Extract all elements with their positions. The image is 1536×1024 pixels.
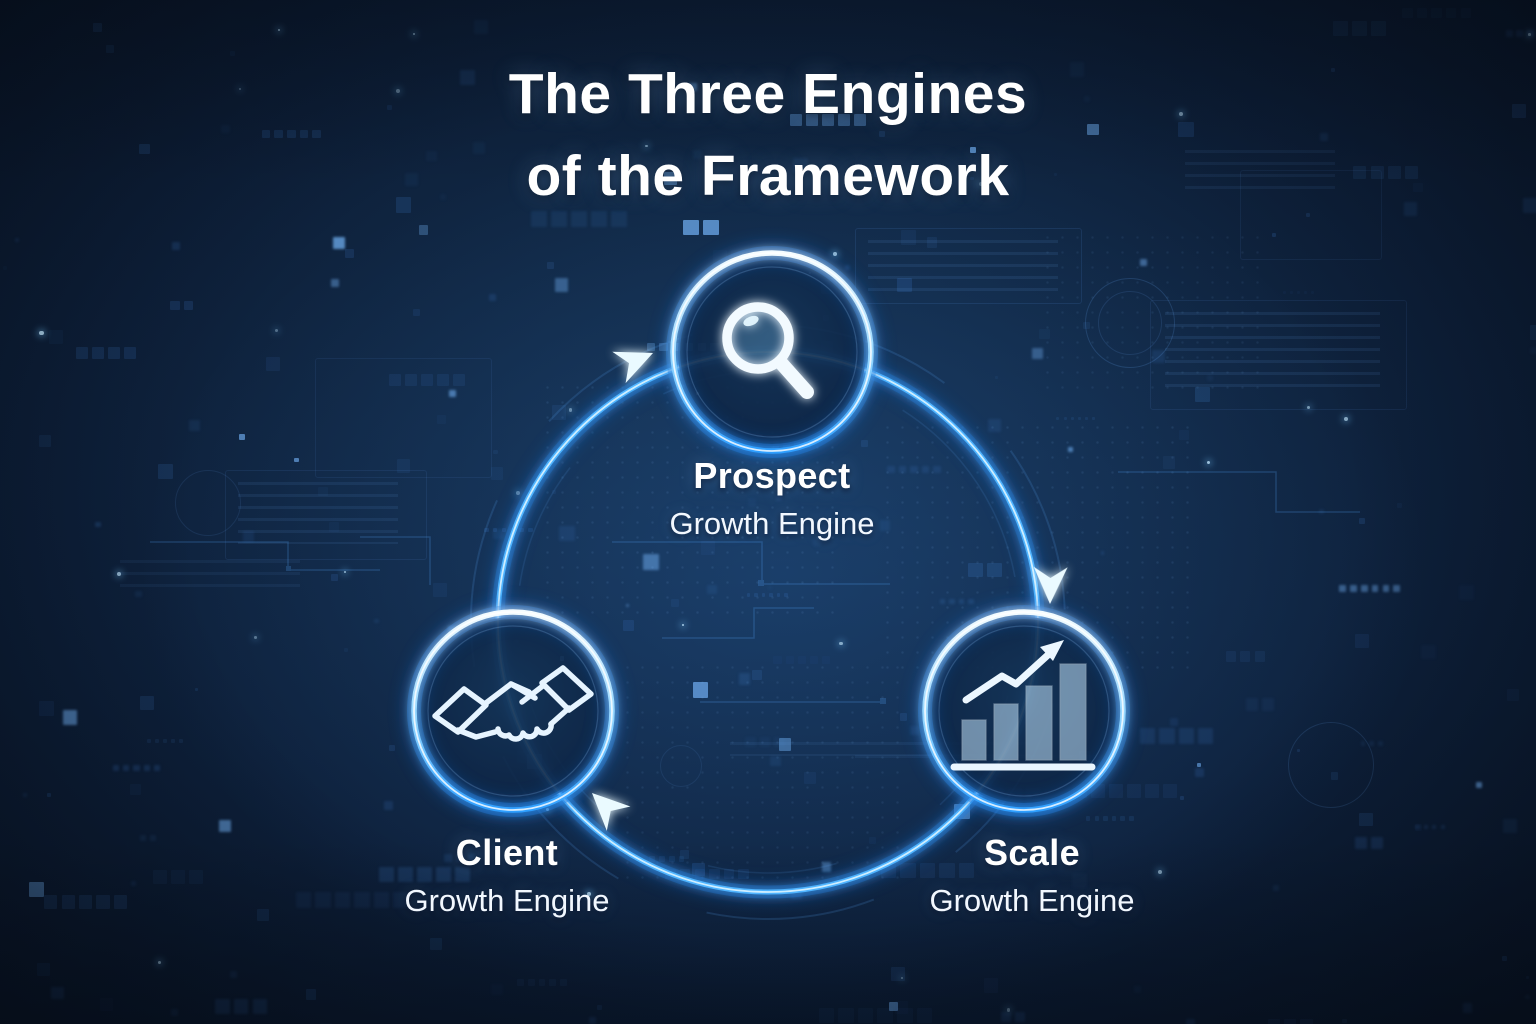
flow-arrowheads	[592, 351, 1068, 831]
label-scale: Scale Growth Engine	[862, 832, 1202, 919]
circuit-traces	[150, 471, 1360, 704]
arrowhead-scale-to-client	[592, 793, 631, 831]
scale-sublabel: Growth Engine	[929, 883, 1135, 918]
node-scale	[918, 605, 1130, 817]
arrowhead-client-to-prospect	[612, 351, 653, 384]
title-line-1: The Three Engines	[508, 62, 1028, 126]
magnifier-icon	[722, 302, 814, 399]
client-label: Client	[455, 832, 559, 873]
scale-label: Scale	[983, 832, 1081, 873]
arrowhead-prospect-to-scale	[1033, 566, 1068, 604]
prospect-sublabel: Growth Engine	[669, 506, 875, 541]
label-prospect: Prospect Growth Engine	[602, 455, 942, 542]
page-title: The Three Engines of the Framework	[0, 54, 1536, 217]
bar-chart-icon	[950, 640, 1096, 771]
title-line-2: of the Framework	[526, 143, 1010, 208]
handshake-icon	[432, 665, 594, 742]
node-prospect	[666, 246, 878, 458]
label-client: Client Growth Engine	[337, 832, 677, 919]
node-client	[407, 605, 619, 817]
prospect-label: Prospect	[693, 455, 851, 496]
client-sublabel: Growth Engine	[404, 883, 610, 918]
